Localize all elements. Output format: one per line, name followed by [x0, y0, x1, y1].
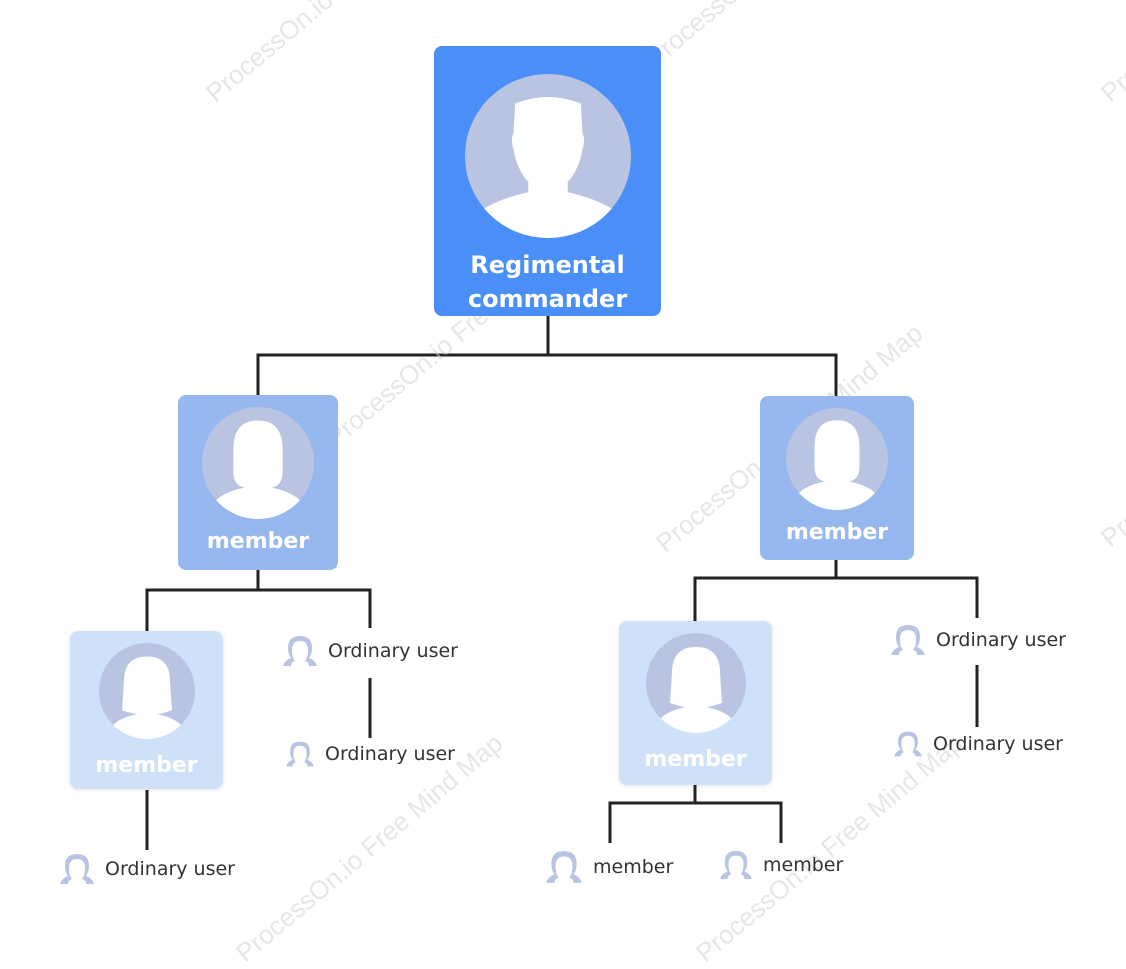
- right-sub-member-label: member: [644, 747, 747, 772]
- left-member-label: member: [206, 529, 310, 554]
- leaf-node[interactable]: Ordinary user: [893, 730, 1063, 758]
- male-avatar-icon: [464, 74, 631, 238]
- right-member-node[interactable]: member: [760, 396, 914, 560]
- leaf-node[interactable]: Ordinary user: [890, 623, 1066, 657]
- female-long-hair-avatar-icon: [645, 633, 746, 733]
- leaf-node[interactable]: member: [545, 849, 673, 885]
- leaf-label: Ordinary user: [325, 743, 455, 765]
- right-member-label: member: [785, 520, 889, 545]
- right-sub-member-node[interactable]: member: [619, 621, 772, 785]
- user-icon: [282, 634, 318, 668]
- female-avatar-icon: [202, 407, 314, 519]
- root-node[interactable]: Regimental commander: [434, 46, 661, 316]
- female-avatar-icon: [786, 408, 888, 510]
- leaf-label: member: [763, 854, 844, 876]
- user-icon: [890, 623, 926, 657]
- leaf-label: member: [593, 856, 674, 878]
- left-member-node[interactable]: member: [178, 395, 338, 570]
- leaf-node[interactable]: member: [719, 849, 843, 881]
- user-icon: [719, 849, 753, 881]
- leaf-label: Ordinary user: [936, 629, 1066, 651]
- user-icon: [545, 849, 583, 885]
- leaf-label: Ordinary user: [105, 858, 235, 880]
- left-sub-member-label: member: [95, 753, 198, 778]
- user-icon: [285, 740, 315, 768]
- leaf-node[interactable]: Ordinary user: [59, 852, 235, 886]
- leaf-label: Ordinary user: [933, 733, 1063, 755]
- leaf-node[interactable]: Ordinary user: [282, 634, 458, 668]
- user-icon: [893, 730, 923, 758]
- leaf-label: Ordinary user: [328, 640, 458, 662]
- female-long-hair-avatar-icon: [98, 643, 195, 739]
- root-label: Regimental commander: [467, 251, 628, 313]
- leaf-node[interactable]: Ordinary user: [285, 740, 455, 768]
- left-sub-member-node[interactable]: member: [70, 631, 223, 789]
- user-icon: [59, 852, 95, 886]
